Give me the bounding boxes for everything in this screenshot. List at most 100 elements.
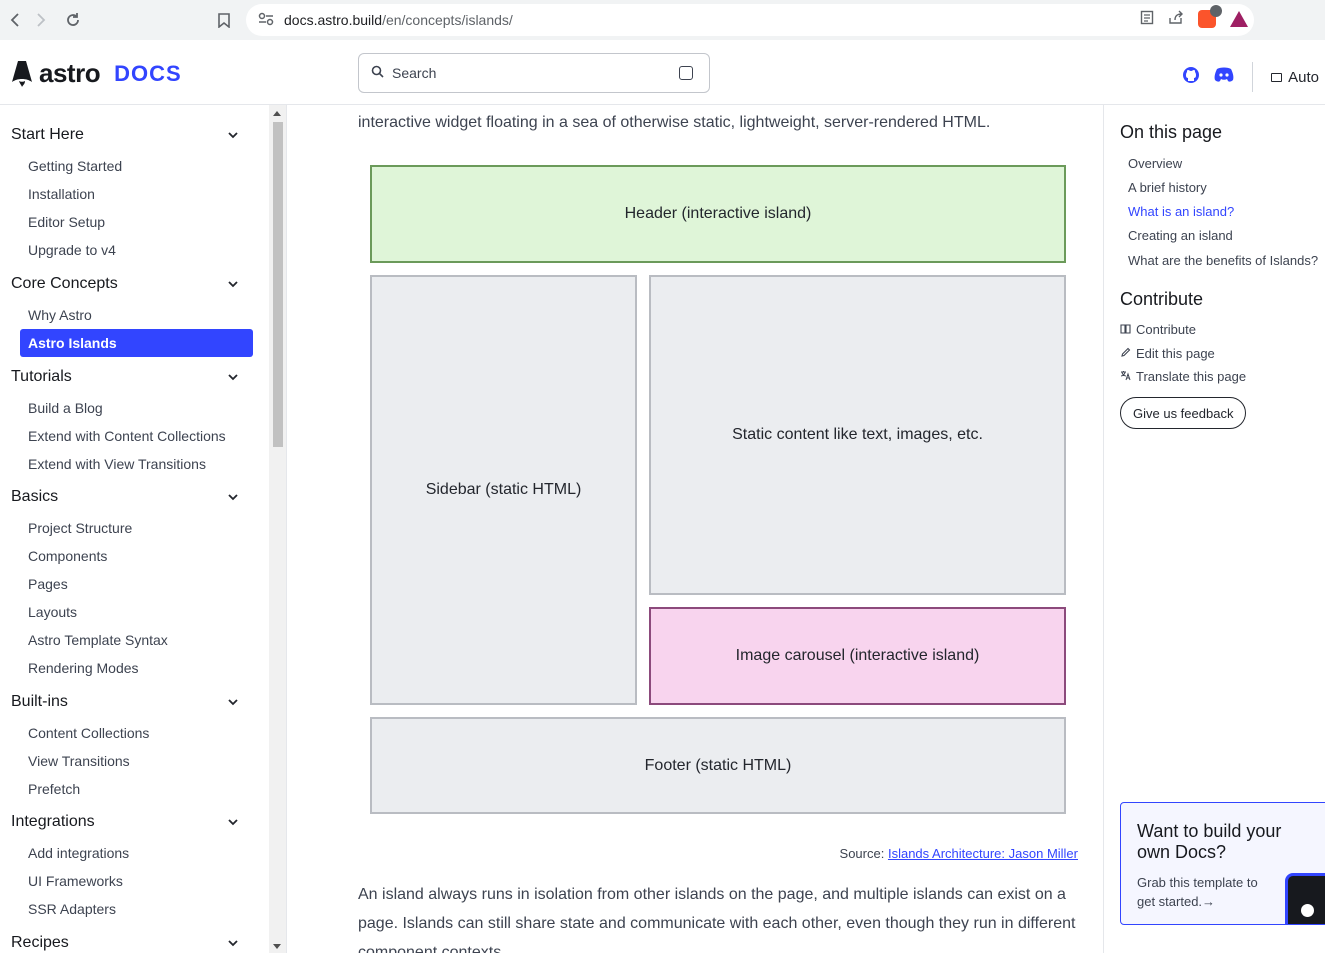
diagram-static-content-box: Static content like text, images, etc. xyxy=(649,275,1066,595)
contribute-title: Contribute xyxy=(1120,289,1204,309)
sidebar-group-start-here[interactable]: Start Here xyxy=(0,121,268,149)
sidebar-item-editor-setup[interactable]: Editor Setup xyxy=(28,214,106,230)
translate-page-label: Translate this page xyxy=(1136,369,1247,384)
sidebar-group-label: Basics xyxy=(11,488,59,505)
promo-thumbnail-icon xyxy=(1285,873,1325,924)
sidebar-item-ui-frameworks[interactable]: UI Frameworks xyxy=(28,873,123,889)
sidebar-item-rendering-modes[interactable]: Rendering Modes xyxy=(28,660,139,676)
sidebar-item-ssr-adapters[interactable]: SSR Adapters xyxy=(28,901,116,917)
body-paragraph: An island always runs in isolation from … xyxy=(358,880,1088,953)
sidebar-group-integrations[interactable]: Integrations xyxy=(0,808,268,836)
site-info-icon[interactable] xyxy=(258,12,276,29)
sidebar-item-installation[interactable]: Installation xyxy=(28,186,95,202)
diagram-carousel-label: Image carousel (interactive island) xyxy=(735,647,980,664)
promo-dot-icon xyxy=(1301,904,1314,917)
intro-paragraph: interactive widget floating in a sea of … xyxy=(358,114,991,131)
feedback-button[interactable]: Give us feedback xyxy=(1120,397,1247,429)
toc-title: On this page xyxy=(1120,122,1223,142)
brave-rewards-icon[interactable] xyxy=(1230,11,1248,27)
github-icon[interactable] xyxy=(1182,66,1200,89)
template-promo-card[interactable]: Want to build your own Docs? Grab this t… xyxy=(1120,802,1325,925)
chevron-down-icon xyxy=(228,368,238,386)
toc-link-creating-an-island[interactable]: Creating an island xyxy=(1128,228,1233,243)
body-line-2: page. Islands can still share state and … xyxy=(358,915,1076,932)
pencil-icon xyxy=(1120,347,1131,361)
address-bar[interactable]: docs.astro.build/en/concepts/islands/ 1 xyxy=(246,4,1254,36)
promo-text: Grab this template to get started.→ xyxy=(1137,875,1258,909)
sidebar-item-pages[interactable]: Pages xyxy=(28,576,68,592)
diagram-sidebar-box: Sidebar (static HTML) xyxy=(370,275,637,705)
back-icon[interactable] xyxy=(0,5,30,35)
sidebar-group-label: Core Concepts xyxy=(11,275,118,292)
brave-shields-icon[interactable]: 1 xyxy=(1198,4,1222,28)
toc-link-what-are-the-benefits-of-islands[interactable]: What are the benefits of Islands? xyxy=(1128,253,1319,268)
sidebar-item-layouts[interactable]: Layouts xyxy=(28,604,78,620)
forward-icon[interactable] xyxy=(26,5,56,35)
sidebar-item-build-a-blog[interactable]: Build a Blog xyxy=(28,400,103,416)
diagram-footer-box: Footer (static HTML) xyxy=(370,717,1066,814)
scroll-up-icon[interactable] xyxy=(273,111,281,116)
shields-count-badge: 1 xyxy=(1210,4,1222,18)
diagram-footer-label: Footer (static HTML) xyxy=(644,756,792,774)
chevron-down-icon xyxy=(228,934,238,952)
reload-icon[interactable] xyxy=(58,5,88,35)
sidebar-group-label: Built-ins xyxy=(11,693,68,710)
sidebar-item-content-collections[interactable]: Content Collections xyxy=(28,725,150,741)
sidebar-item-astro-template-syntax[interactable]: Astro Template Syntax xyxy=(28,632,168,648)
sidebar-group-label: Recipes xyxy=(11,934,69,951)
discord-icon[interactable] xyxy=(1214,67,1234,88)
search-button[interactable]: Search xyxy=(358,53,710,93)
toc-link-overview[interactable]: Overview xyxy=(1128,156,1183,171)
theme-select[interactable]: Auto xyxy=(1271,69,1319,86)
site-header: astro DOCS Search Auto xyxy=(0,40,1325,105)
sidebar-item-astro-islands[interactable]: Astro Islands xyxy=(20,329,253,357)
sidebar-group-basics[interactable]: Basics xyxy=(0,483,268,511)
sidebar-scrollbar[interactable] xyxy=(269,105,286,953)
reader-mode-icon[interactable] xyxy=(1140,10,1154,28)
sidebar-group-tutorials[interactable]: Tutorials xyxy=(0,363,268,391)
source-link[interactable]: Islands Architecture: Jason Miller xyxy=(887,846,1078,861)
contribute-link-label: Contribute xyxy=(1136,322,1196,337)
astro-logo-icon xyxy=(11,60,33,88)
sidebar-item-upgrade-to-v4[interactable]: Upgrade to v4 xyxy=(28,242,116,258)
sidebar-item-add-integrations[interactable]: Add integrations xyxy=(28,845,130,861)
chevron-down-icon xyxy=(228,275,238,293)
scroll-down-icon[interactable] xyxy=(273,944,281,949)
bookmark-icon[interactable] xyxy=(209,5,239,35)
translate-icon xyxy=(1120,370,1131,384)
body-line-3: component contexts. xyxy=(358,944,506,953)
sidebar-item-why-astro[interactable]: Why Astro xyxy=(28,307,92,323)
sidebar-item-project-structure[interactable]: Project Structure xyxy=(28,520,133,536)
sidebar-item-extend-with-content-collections[interactable]: Extend with Content Collections xyxy=(28,428,226,444)
sidebar-item-prefetch[interactable]: Prefetch xyxy=(28,781,81,797)
share-icon[interactable] xyxy=(1168,10,1184,28)
main-content: interactive widget floating in a sea of … xyxy=(288,105,1102,953)
sidebar-group-built-ins[interactable]: Built-ins xyxy=(0,688,268,716)
scroll-thumb[interactable] xyxy=(273,122,283,447)
translate-page-link[interactable]: Translate this page xyxy=(1120,369,1246,384)
url-host: docs.astro.build xyxy=(284,12,383,28)
sidebar-item-getting-started[interactable]: Getting Started xyxy=(28,158,123,174)
chevron-down-icon xyxy=(228,813,238,831)
promo-title: Want to build your own Docs? xyxy=(1137,821,1282,862)
sidebar-group-recipes[interactable]: Recipes xyxy=(0,929,268,953)
astro-logo[interactable]: astro DOCS xyxy=(11,58,182,89)
header-divider xyxy=(1252,62,1254,92)
toc-link-a-brief-history[interactable]: A brief history xyxy=(1128,180,1207,195)
search-placeholder: Search xyxy=(392,65,437,81)
toc-link-what-is-an-island[interactable]: What is an island? xyxy=(1128,204,1235,219)
sidebar-group-core-concepts[interactable]: Core Concepts xyxy=(0,270,268,298)
monitor-icon xyxy=(1271,72,1283,82)
sidebar-group-label: Start Here xyxy=(11,126,84,143)
edit-page-link[interactable]: Edit this page xyxy=(1120,346,1215,361)
keyboard-shortcut-icon xyxy=(679,66,693,80)
sidebar-item-view-transitions[interactable]: View Transitions xyxy=(28,753,130,769)
sidebar-item-extend-with-view-transitions[interactable]: Extend with View Transitions xyxy=(28,456,206,472)
sidebar-item-components[interactable]: Components xyxy=(28,548,108,564)
chevron-down-icon xyxy=(228,126,238,144)
logo-docs-label: DOCS xyxy=(114,60,182,86)
diagram-static-content-label: Static content like text, images, etc. xyxy=(732,426,983,443)
contribute-link[interactable]: Contribute xyxy=(1120,322,1196,337)
